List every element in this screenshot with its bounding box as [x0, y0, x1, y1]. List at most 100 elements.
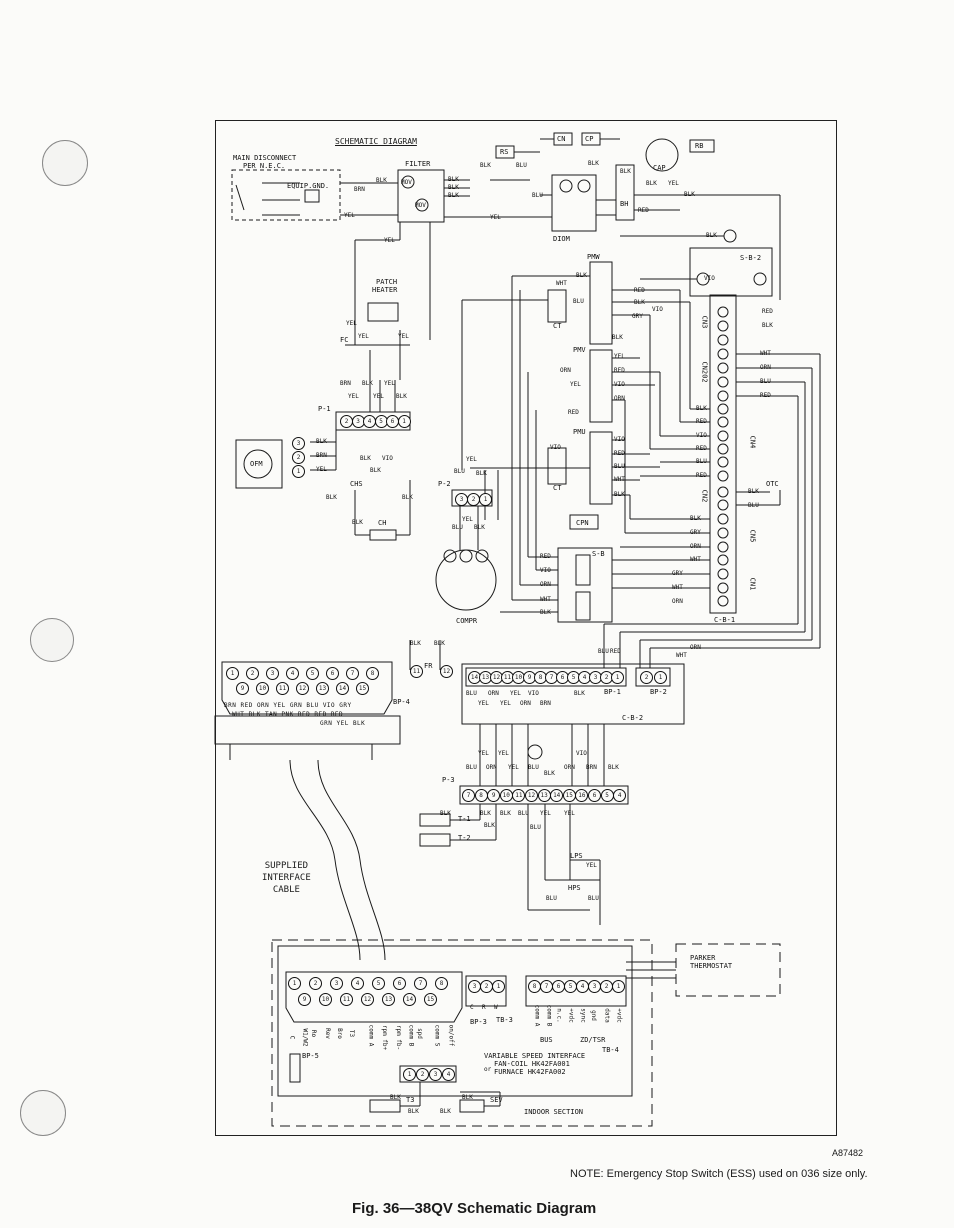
wire-label: BLK	[396, 393, 407, 400]
diagram-frame	[215, 120, 837, 1136]
rs-label: RS	[500, 148, 509, 156]
wire-label: BLU	[614, 463, 625, 470]
connector-pin: 4	[613, 789, 627, 802]
wire-label: ORN	[488, 690, 499, 697]
ct-label-upper: CT	[553, 322, 562, 330]
wire-label: YEL	[384, 237, 395, 244]
bp1-label: BP-1	[604, 688, 621, 696]
wire-label: BLU	[466, 690, 477, 697]
connector-pin: 15	[356, 682, 369, 695]
p3-box	[459, 785, 629, 805]
pmu-label: PMU	[573, 428, 586, 436]
wire-label: BLK	[440, 1108, 451, 1115]
wire-label: VIO	[614, 381, 625, 388]
parker-thermostat-label: PARKER THERMOSTAT	[690, 954, 733, 970]
mov-label-left: MOV	[401, 179, 412, 186]
wire-label: BLU	[516, 162, 527, 169]
wire-label: VIO	[382, 455, 393, 462]
connector-pin: 1	[612, 980, 625, 993]
wire-label: RED	[614, 367, 625, 374]
wire-label: ORN	[672, 598, 683, 605]
wire-label: BLK	[370, 467, 381, 474]
wire-label: BRN	[540, 700, 551, 707]
wire-label: BRN	[354, 186, 365, 193]
wire-label: BLK	[476, 470, 487, 477]
wire-label: RED	[696, 445, 707, 452]
binder-hole-top	[42, 140, 88, 186]
connector-pin: 9	[487, 789, 501, 802]
wire-label: YEL	[346, 320, 357, 327]
connector-pin: 12	[296, 682, 309, 695]
connector-pin: 2	[416, 1068, 429, 1081]
wire-label: BLK	[360, 455, 371, 462]
vsi-label: VARIABLE SPEED INTERFACE FAN-COIL HK42FA…	[484, 1052, 586, 1076]
wire-label: BRN	[586, 764, 597, 771]
connector-pin: 3	[292, 437, 305, 450]
ct-middle	[547, 447, 567, 485]
bp4-shell	[221, 661, 393, 715]
wire-label: YEL	[478, 700, 489, 707]
wire-label: WHT	[690, 556, 701, 563]
wire-label: BLK	[402, 494, 413, 501]
connector-pin: 7	[462, 789, 475, 802]
fc-label: FC	[340, 336, 349, 344]
wire-label: ORN	[564, 764, 575, 771]
equip-gnd-terminal	[304, 189, 320, 203]
wire-label: BLU	[518, 810, 529, 817]
connector-pin: 5	[306, 667, 319, 680]
wire-label: ORN	[560, 367, 571, 374]
bp5-label: BP-5	[302, 1052, 319, 1060]
connector-pin: 11	[340, 993, 353, 1006]
connector-pin: 1	[654, 671, 667, 684]
connector-pin: 1	[288, 977, 301, 990]
tb3-pin-labels: C R W	[470, 1004, 498, 1011]
lps-label: LPS	[570, 852, 583, 860]
wire-label: BLU	[452, 524, 463, 531]
wire-label: VIO	[696, 432, 707, 439]
connector-pin: 10	[512, 671, 525, 684]
pmw-box	[589, 261, 613, 345]
connector-pin: 2	[292, 451, 305, 464]
cb1-box	[709, 294, 737, 614]
connector-pin: 4	[286, 667, 299, 680]
tb3-label: TB-3	[496, 1016, 513, 1024]
patch-heater	[367, 302, 399, 322]
connector-pin: 8	[474, 789, 488, 802]
schematic-title: SCHEMATIC DIAGRAM	[335, 137, 417, 146]
wire-label: BLU	[748, 502, 759, 509]
connector-pin: 1	[611, 671, 624, 684]
p2-box	[451, 489, 493, 507]
connector-pin: 13	[382, 993, 395, 1006]
connector-pin: 3	[330, 977, 343, 990]
wire-label: YEL	[373, 393, 384, 400]
cb2-box	[461, 663, 685, 725]
wire-label: BLK	[352, 519, 363, 526]
wire-label: BLU	[588, 895, 599, 902]
connector-pin: 4	[351, 977, 364, 990]
connector-pin: 5	[567, 671, 580, 684]
bp2-label: BP-2	[650, 688, 667, 696]
cb1-pins	[717, 306, 729, 607]
wire-label: BLU	[598, 648, 609, 655]
wire-label: YEL	[498, 750, 509, 757]
wire-label: BLK	[574, 690, 585, 697]
sb-label: S-B	[592, 550, 605, 558]
connector-pin: 14	[550, 789, 564, 802]
tb4-pin-labels: comm A comm B n.c. +vdc sync gnd data +v…	[533, 1004, 623, 1027]
cap-label: CAP	[653, 164, 666, 172]
wire-label: VIO	[550, 444, 561, 451]
figure-id: A87482	[832, 1148, 864, 1158]
wire-label: ORN	[520, 700, 531, 707]
wire-label: WHT	[672, 584, 683, 591]
wire-label: RED	[610, 648, 621, 655]
main-disconnect-box	[231, 169, 341, 221]
bh-label: BH	[620, 200, 629, 208]
wire-label: RED	[568, 409, 579, 416]
figure-caption: Fig. 36—38QV Schematic Diagram	[352, 1200, 597, 1217]
sb2-label: S-B-2	[740, 254, 762, 262]
mov-right	[415, 198, 429, 212]
connector-pin: 8	[366, 667, 379, 680]
wire-label: BLU	[528, 764, 539, 771]
connector-pin: 2	[246, 667, 259, 680]
